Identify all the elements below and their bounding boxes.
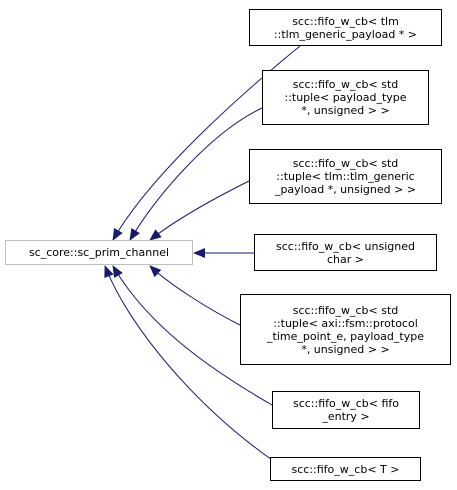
inheritance-arrow bbox=[112, 45, 301, 241]
derived-class-node[interactable]: scc::fifo_w_cb< std ::tuple< payload_typ… bbox=[262, 70, 429, 125]
derived-class-label-line: scc::fifo_w_cb< fifo bbox=[292, 397, 400, 410]
inheritance-arrow bbox=[104, 265, 276, 463]
derived-class-label-line: *, unsigned > > bbox=[301, 342, 390, 356]
derived-class-node[interactable]: scc::fifo_w_cb< unsigned char > bbox=[254, 234, 437, 271]
derived-class-node[interactable]: scc::fifo_w_cb< std ::tuple< tlm::tlm_ge… bbox=[249, 149, 442, 204]
derived-class-label-line: ::tlm_generic_payload * > bbox=[273, 27, 418, 41]
derived-class-node[interactable]: scc::fifo_w_cb< T > bbox=[270, 457, 421, 481]
derived-class-label-line: scc::fifo_w_cb< std bbox=[292, 78, 399, 91]
inheritance-arrow bbox=[112, 265, 273, 406]
derived-class-label-line: _time_point_e, payload_type bbox=[267, 329, 424, 343]
derived-class-label-line: scc::fifo_w_cb< std bbox=[292, 303, 399, 317]
derived-class-node[interactable]: scc::fifo_w_cb< fifo _entry > bbox=[272, 391, 420, 429]
derived-class-label-line: ::tuple< tlm::tlm_generic bbox=[276, 170, 415, 183]
derived-class-node[interactable]: scc::fifo_w_cb< std ::tuple< axi::fsm::p… bbox=[240, 294, 451, 365]
derived-class-label-line: char > bbox=[327, 252, 364, 266]
derived-class-label-line: scc::fifo_w_cb< std bbox=[292, 157, 399, 170]
derived-class-label-line: scc::fifo_w_cb< unsigned bbox=[276, 239, 415, 253]
derived-class-label-line: scc::fifo_w_cb< tlm bbox=[292, 14, 399, 28]
derived-class-label-line: scc::fifo_w_cb< T > bbox=[291, 462, 400, 476]
derived-class-label-line: _payload *, unsigned > > bbox=[274, 183, 417, 196]
derived-class-label-line: ::tuple< payload_type bbox=[284, 91, 407, 104]
inheritance-arrow bbox=[149, 265, 241, 326]
derived-class-label-line: _entry > bbox=[322, 410, 370, 423]
base-class-node[interactable]: sc_core::sc_prim_channel bbox=[5, 240, 193, 265]
derived-class-label-line: ::tuple< axi::fsm::protocol bbox=[273, 316, 418, 330]
derived-class-label-line: *, unsigned > > bbox=[301, 104, 390, 117]
inheritance-arrow bbox=[129, 107, 263, 241]
derived-class-node[interactable]: scc::fifo_w_cb< tlm ::tlm_generic_payloa… bbox=[249, 9, 442, 46]
base-class-label: sc_core::sc_prim_channel bbox=[28, 246, 170, 259]
inheritance-arrow bbox=[149, 180, 250, 241]
